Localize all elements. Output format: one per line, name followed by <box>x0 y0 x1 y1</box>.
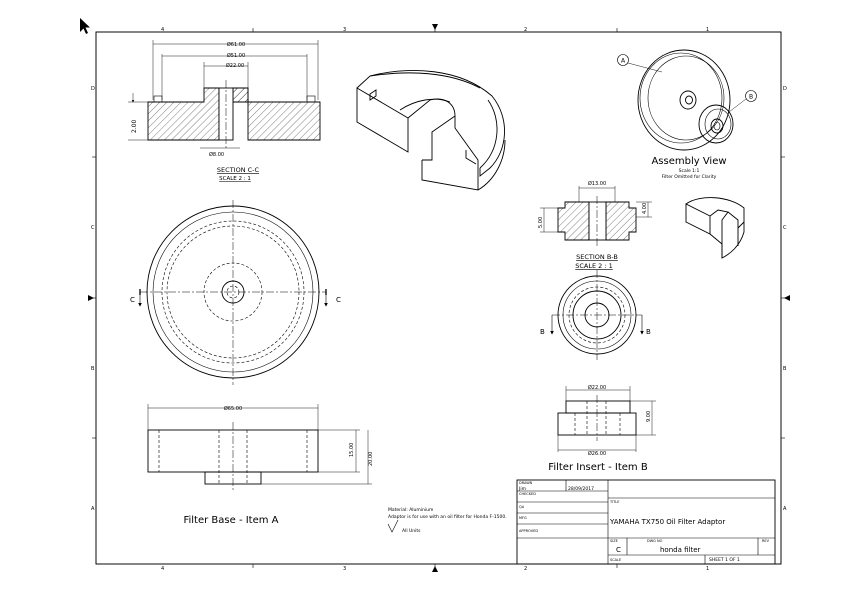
col-label: 2 <box>524 566 527 572</box>
tb-size: C <box>616 546 621 554</box>
cut-b-left: B <box>540 328 545 336</box>
mouse-pointer-icon <box>80 18 90 34</box>
tb-title: YAMAHA TX750 Oil Filter Adaptor <box>609 518 725 526</box>
tb-drawn-label: DRAWN <box>519 481 533 485</box>
row-label: D <box>783 86 787 92</box>
col-label: 3 <box>343 566 346 572</box>
section-cc-title: SECTION C-C <box>217 166 260 174</box>
base-top-view: C C <box>130 200 341 385</box>
tb-dwg-no: honda filter <box>660 546 701 554</box>
dim-cc-mid: Ø51.00 <box>227 52 245 59</box>
row-label: C <box>91 225 95 231</box>
row-label: A <box>783 506 787 512</box>
assembly-scale: Scale 1:1 <box>679 168 700 174</box>
balloon-b-label: B <box>749 94 753 101</box>
row-label: A <box>91 506 95 512</box>
isometric-cutaway-insert <box>685 197 745 259</box>
tb-dwg-label: DWG NO <box>647 539 663 543</box>
filter-insert-title: Filter Insert - Item B <box>548 462 648 473</box>
cut-c-left: C <box>130 296 135 304</box>
assembly-title: Assembly View <box>651 156 726 167</box>
tb-approved-label: APPROVED <box>519 529 538 533</box>
col-label: 4 <box>161 27 164 33</box>
tb-drawn-by: Jim <box>518 486 526 492</box>
col-label: 3 <box>343 27 346 33</box>
surface-finish-icon <box>387 519 399 533</box>
col-label: 2 <box>524 27 527 33</box>
dim-bb-top: Ø13.00 <box>588 180 606 187</box>
note-units: All Units <box>402 528 421 534</box>
tb-qa-label: QA <box>519 505 525 509</box>
section-bb-view: Ø13.00 5.00 4.00 SECTION B-B SCALE 2 : 1 <box>538 180 652 270</box>
section-bb-scale: SCALE 2 : 1 <box>575 262 613 270</box>
dim-bb-right: 4.00 <box>642 203 648 214</box>
dim-base-h2: 20.00 <box>368 452 374 466</box>
dim-cc-bore: Ø8.00 <box>209 151 224 158</box>
dim-insert-bottom: Ø26.00 <box>588 450 606 457</box>
assembly-view: A B Assembly View Scale 1:1 Filter Omitt… <box>617 49 757 180</box>
filter-base-side-view: Ø65.00 15.00 20.00 Filter Base - Item A <box>147 404 374 526</box>
filter-base-title: Filter Base - Item A <box>183 515 278 526</box>
tb-rev-label: REV <box>762 539 770 543</box>
note-usage: Adaptor is for use with an oil filter fo… <box>388 514 507 520</box>
assembly-note: Filter Omitted for Clarity <box>662 174 717 180</box>
dim-cc-hub: Ø22.00 <box>226 62 244 69</box>
zone-labels: 4 3 2 1 4 3 2 1 D C B A D C B A <box>91 27 787 572</box>
balloon-a-label: A <box>621 58 626 65</box>
note-material: Material: Aluminium <box>388 507 433 513</box>
row-label: C <box>783 225 787 231</box>
section-cc-view: Ø61.00 Ø51.00 Ø22.00 Ø8.00 2.00 SECTION … <box>128 40 321 182</box>
row-label: B <box>91 366 95 372</box>
dim-cc-overall: Ø61.00 <box>227 41 245 48</box>
dim-bb-left: 5.00 <box>538 217 544 228</box>
tb-drawn-date: 28/09/2017 <box>568 486 594 492</box>
isometric-cutaway-base <box>356 70 506 191</box>
dim-insert-top: Ø22.00 <box>588 384 606 391</box>
insert-top-view: B B <box>540 270 651 360</box>
centering-marks <box>88 24 790 572</box>
tb-sheet: SHEET 1 OF 1 <box>709 557 740 563</box>
dim-base-h1: 15.00 <box>349 443 355 457</box>
cut-b-right: B <box>646 328 651 336</box>
tb-scale-label: SCALE <box>610 558 621 562</box>
row-label: D <box>91 86 95 92</box>
col-label: 4 <box>161 566 164 572</box>
section-cc-scale: SCALE 2 : 1 <box>219 176 251 182</box>
col-label: 1 <box>706 566 709 572</box>
col-label: 1 <box>706 27 709 33</box>
row-label: B <box>783 366 787 372</box>
dim-base-width: Ø65.00 <box>224 405 242 412</box>
section-bb-title: SECTION B-B <box>576 253 618 261</box>
dim-insert-height: 9.00 <box>646 411 652 422</box>
tb-mfg-label: MFG <box>519 516 527 520</box>
title-block: DRAWN Jim 28/09/2017 CHECKED QA MFG APPR… <box>516 479 776 565</box>
filter-insert-side-view: Ø22.00 Ø26.00 9.00 Filter Insert - Item … <box>548 384 656 473</box>
tb-title-label: TITLE <box>609 500 619 504</box>
material-note: Material: Aluminium Adaptor is for use w… <box>387 507 507 534</box>
cut-c-right: C <box>336 296 341 304</box>
dim-cc-height: 2.00 <box>131 119 138 133</box>
tb-checked-label: CHECKED <box>519 492 536 496</box>
tb-size-label: SIZE <box>610 539 618 543</box>
